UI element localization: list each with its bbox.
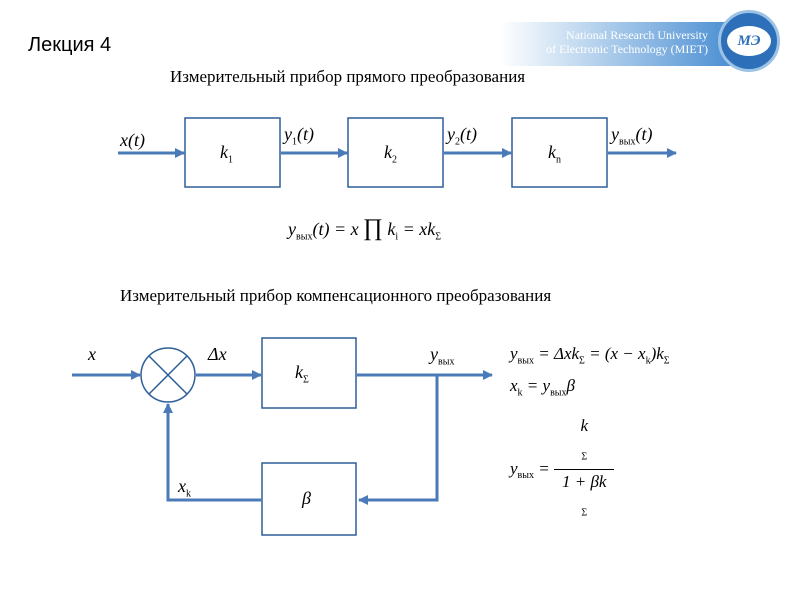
- label-kn: kn: [548, 142, 561, 166]
- label-beta: β: [302, 488, 311, 508]
- university-line2: of Electronic Technology (MIET): [546, 42, 708, 56]
- block-beta: [261, 462, 357, 536]
- lecture-title: Лекция 4: [28, 34, 112, 56]
- section2-title: Измерительный прибор компенсационного пр…: [120, 286, 552, 305]
- signal-y1: y1(t): [284, 124, 314, 148]
- block-kn: [511, 117, 608, 188]
- signal-input: x(t): [120, 130, 145, 150]
- signal-yout-2: yвых: [430, 344, 455, 368]
- equation-2: xk = yвыхβ: [510, 376, 575, 399]
- block-ksum: [261, 337, 357, 409]
- arrow-feedback-out: [163, 403, 261, 502]
- signal-x: x: [88, 344, 96, 364]
- university-line1: National Research University: [566, 28, 708, 42]
- signal-xk: xk: [178, 476, 191, 500]
- section1-title: Измерительный прибор прямого преобразова…: [170, 67, 526, 86]
- arrow-feedback-in: [358, 375, 439, 505]
- block-k1: [184, 117, 281, 188]
- miet-logo: МЭ: [718, 10, 780, 72]
- label-k2: k2: [384, 142, 397, 166]
- signal-dx: Δx: [208, 344, 227, 364]
- formula-direct: yвых(t) = x ∏ ki = xkΣ: [288, 215, 442, 243]
- signal-y2: y2(t): [447, 124, 477, 148]
- header-band: [500, 22, 750, 66]
- label-k1: k1: [220, 142, 233, 166]
- equation-1: yвых = ΔxkΣ = (x − xk)kΣ: [510, 344, 670, 367]
- block-k2: [347, 117, 444, 188]
- label-ksum: kΣ: [295, 362, 309, 386]
- logo-mark: МЭ: [727, 26, 771, 56]
- signal-yout: yвых(t): [611, 124, 653, 148]
